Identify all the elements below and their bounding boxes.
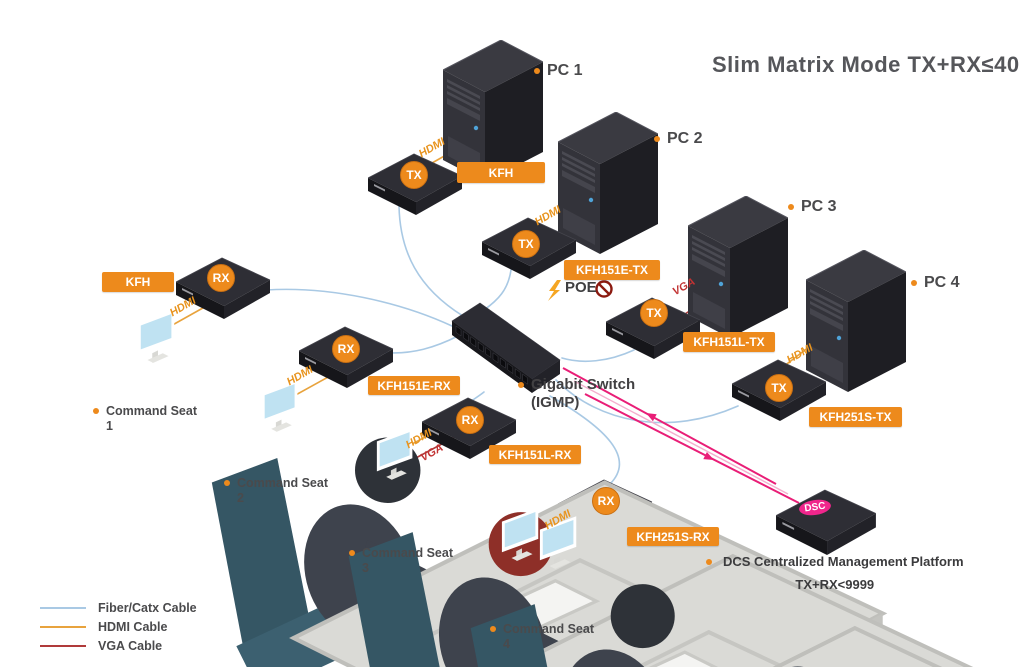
legend-row-fiber: Fiber/Catx Cable bbox=[40, 598, 197, 617]
hdmi-cable-swatch-icon bbox=[40, 625, 86, 628]
pc-1-label: PC 1 bbox=[534, 62, 583, 80]
orange-bullet-icon bbox=[349, 550, 355, 556]
orange-bullet-icon bbox=[490, 626, 496, 632]
legend-row-vga: VGA Cable bbox=[40, 636, 197, 655]
rx-3-model-chip: KFH151L-RX bbox=[489, 445, 581, 464]
management-platform-label: DCS Centralized Management Platform TX+R… bbox=[706, 553, 964, 593]
pc-3-label: PC 3 bbox=[788, 198, 837, 216]
orange-bullet-icon bbox=[93, 408, 99, 414]
pc-tower-1 bbox=[443, 40, 543, 183]
orange-bullet-icon bbox=[654, 136, 660, 142]
orange-bullet-icon bbox=[224, 480, 230, 486]
arrow-downstream-icon bbox=[703, 452, 714, 460]
tx-4-model-chip: KFH251S-TX bbox=[809, 407, 902, 427]
tx-3-model-chip: KFH151L-TX bbox=[683, 332, 775, 352]
orange-bullet-icon bbox=[911, 280, 917, 286]
no-poe-icon bbox=[595, 280, 613, 298]
fiber-cable-swatch-icon bbox=[40, 606, 86, 609]
legend-row-hdmi: HDMI Cable bbox=[40, 617, 197, 636]
management-link bbox=[562, 367, 800, 504]
poe-label: POE bbox=[565, 279, 597, 296]
diagram-title: Slim Matrix Mode TX+RX≤40 bbox=[712, 52, 1020, 77]
pc-2-label: PC 2 bbox=[654, 130, 703, 148]
tx-1-model-chip: KFH bbox=[457, 162, 545, 183]
rx-badge-1: RX bbox=[207, 264, 235, 292]
arrow-upstream-icon bbox=[646, 413, 657, 422]
rx-badge-2: RX bbox=[332, 335, 360, 363]
tx-badge-3: TX bbox=[640, 299, 668, 327]
orange-bullet-icon bbox=[706, 558, 712, 565]
management-capacity: TX+RX<9999 bbox=[795, 577, 875, 592]
tx-badge-4: TX bbox=[765, 374, 793, 402]
seat-2-monitor bbox=[261, 380, 298, 432]
rx-badge-3: RX bbox=[456, 406, 484, 434]
gigabit-switch bbox=[451, 302, 561, 393]
orange-bullet-icon bbox=[518, 382, 524, 388]
lightning-icon bbox=[548, 280, 561, 301]
rx-2-model-chip: KFH151E-RX bbox=[368, 376, 460, 395]
poe-marker bbox=[548, 280, 613, 301]
rx-4-model-chip: KFH251S-RX bbox=[627, 527, 719, 546]
seat-1-monitor bbox=[137, 310, 175, 363]
pc-tower-4 bbox=[806, 250, 906, 393]
switch-ports bbox=[455, 325, 528, 385]
orange-bullet-icon bbox=[788, 204, 794, 210]
gigabit-switch-label: Gigabit Switch (IGMP) bbox=[518, 376, 635, 412]
tx-badge-1: TX bbox=[400, 161, 428, 189]
pc-tower-3 bbox=[688, 196, 788, 339]
pc-tower-2 bbox=[558, 112, 658, 255]
orange-bullet-icon bbox=[534, 68, 540, 74]
tx-2-model-chip: KFH151E-TX bbox=[564, 260, 660, 280]
rx-1-model-chip: KFH bbox=[102, 272, 174, 292]
legend: Fiber/Catx Cable HDMI Cable VGA Cable bbox=[40, 598, 197, 655]
vga-cable-swatch-icon bbox=[40, 644, 86, 647]
rx-badge-4: RX bbox=[592, 487, 620, 515]
pc-4-label: PC 4 bbox=[911, 274, 960, 292]
tx-badge-2: TX bbox=[512, 230, 540, 258]
